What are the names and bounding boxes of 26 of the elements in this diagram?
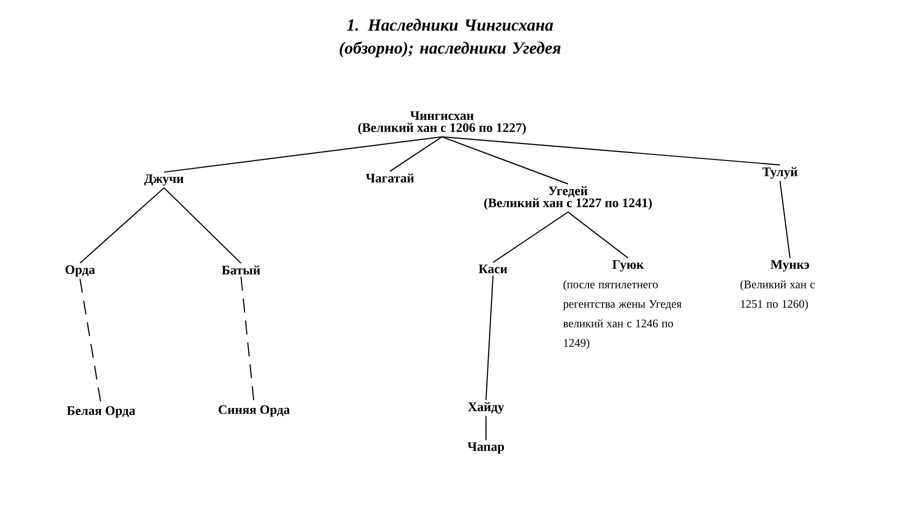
connector-line [442, 136, 568, 184]
connector-line [442, 136, 780, 166]
name-label: Батый [222, 265, 260, 275]
name-label: Джучи [144, 174, 184, 186]
connector-line [485, 275, 494, 400]
name-label: Каси [478, 264, 508, 274]
title: 1. Наследники Чингисхана (обзорно); наследники Угедея [340, 18, 561, 58]
name-entry: Мункэ (Великий хан с 1251 по 1260) [740, 260, 815, 310]
name-label: Белая Орда [66, 406, 136, 418]
name-label: Чагатай [366, 173, 414, 183]
connector-line [164, 187, 242, 264]
name-label: Орда [66, 265, 95, 277]
connector-line [492, 212, 568, 263]
name-entry: Чингисхан (Великий хан с 1206 по 1227) [358, 111, 526, 135]
connector-line [485, 416, 487, 440]
name-label: Хайду [468, 402, 504, 414]
connector-line [390, 136, 442, 172]
connector-line [779, 181, 791, 258]
connector-line [164, 136, 442, 173]
name-label: Синяя Орда [218, 405, 290, 417]
name-entry: Угедей (Великий хан с 1227 по 1241) [484, 186, 652, 210]
name-entry: Гуюк (после пятилетнего регентства жены Угедея великий хан с 1246 по 1249) [563, 260, 682, 350]
name-label: Тулуй [762, 167, 798, 179]
name-label: Чапар [468, 442, 504, 454]
connector-line [80, 187, 164, 264]
connector-line [568, 212, 628, 258]
